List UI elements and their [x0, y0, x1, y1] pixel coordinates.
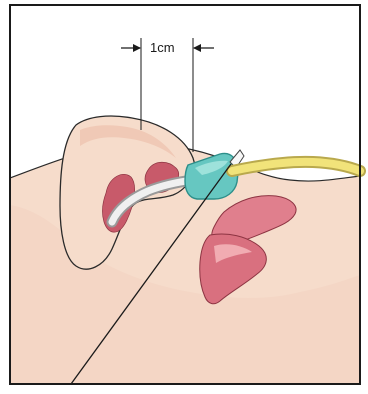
measurement-label: 1cm: [150, 40, 175, 55]
